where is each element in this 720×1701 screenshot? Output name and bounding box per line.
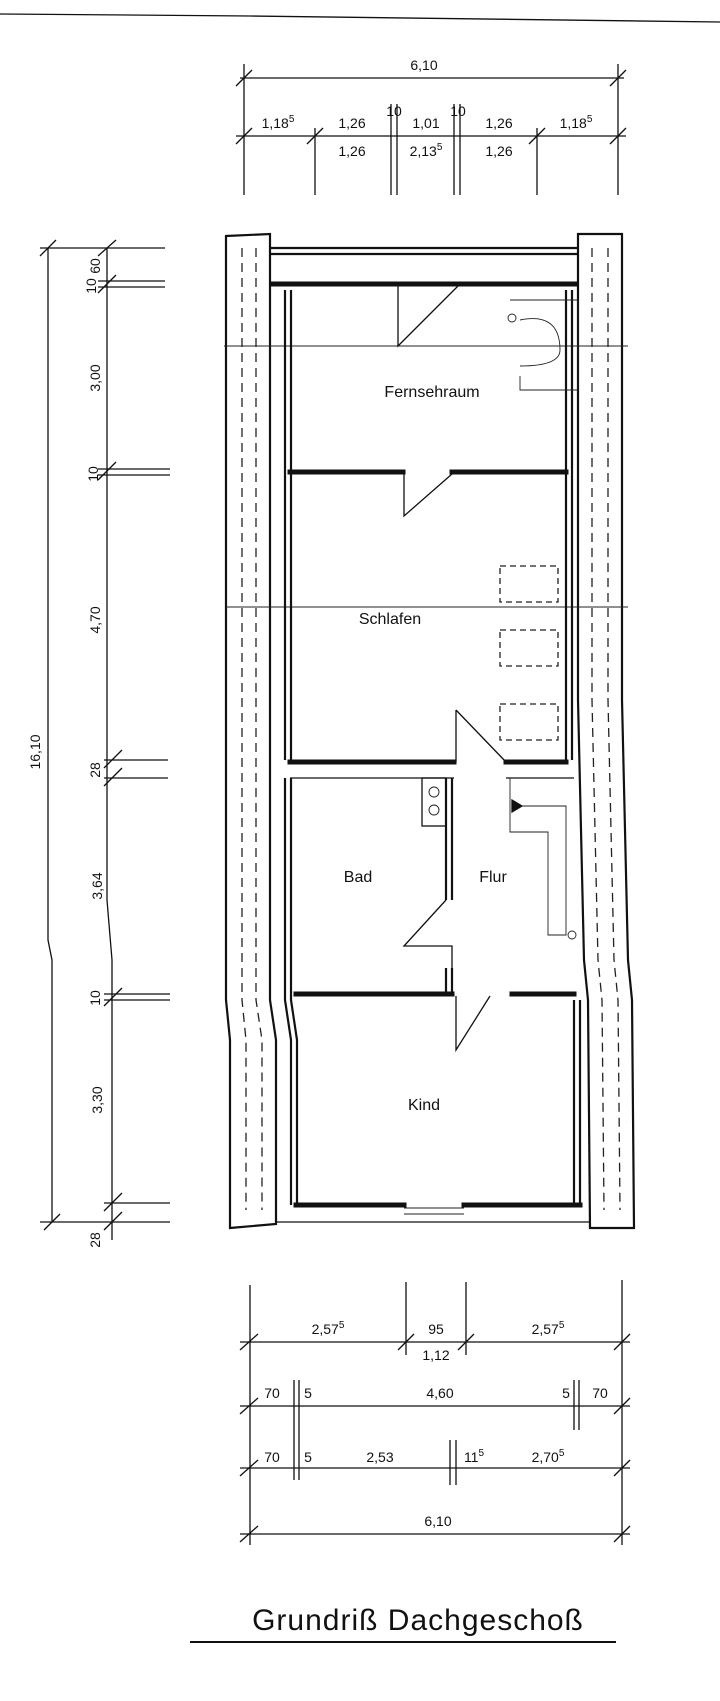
bottom-dim-row3-1: 70: [264, 1449, 280, 1465]
room-label-flur: Flur: [479, 869, 507, 886]
room-label-bad: Bad: [344, 869, 372, 886]
top-dim-row2-1: 1,26: [338, 143, 365, 159]
top-dim-overall: 6,10: [410, 57, 437, 73]
scan-edge-line: [0, 13, 720, 23]
room-label-kind: Kind: [408, 1097, 440, 1114]
bottom-dim-row1-3: 2,575: [532, 1320, 565, 1337]
left-dim-seg-5: 4,70: [87, 606, 103, 633]
left-dim-seg-9: 3,30: [89, 1086, 105, 1113]
bottom-dim-row3-2: 5: [304, 1449, 312, 1465]
top-dim-seg-2: 1,26: [338, 115, 365, 131]
top-dim-seg-6: 1,26: [485, 115, 512, 131]
bottom-dim-row2-3: 4,60: [426, 1385, 453, 1401]
left-dim-seg-7: 3,64: [89, 872, 105, 899]
bottom-dim-labels: 2,575 95 2,575 1,12 70 5 4,60 5 70 70 5 …: [264, 1320, 608, 1529]
skylight-1: [499, 565, 559, 603]
bottom-dim-row2-4: 5: [562, 1385, 570, 1401]
bottom-dim-overall: 6,10: [424, 1513, 451, 1529]
bottom-dim-row2-1: 70: [264, 1385, 280, 1401]
top-dim-seg-3: 10: [386, 103, 402, 119]
skylight-3: [499, 703, 559, 741]
left-dim-labels: 16,10 10 60 3,00 10 4,70 28 3,64 10 3,30…: [27, 258, 105, 1248]
bottom-dimension-lines: [239, 1280, 631, 1545]
bottom-dim-row2-2: 5: [304, 1385, 312, 1401]
top-dim-seg-4: 1,01: [412, 115, 439, 131]
fixtures: [421, 299, 579, 940]
bottom-dim-row2-5: 70: [592, 1385, 608, 1401]
top-dim-row2-3: 1,26: [485, 143, 512, 159]
room-label-schlafen: Schlafen: [359, 611, 421, 628]
top-dim-row2-2: 2,135: [410, 142, 443, 159]
drawing-title: Grundriß Dachgeschoß: [252, 1604, 584, 1637]
left-dim-seg-8: 10: [87, 990, 103, 1006]
bottom-dim-row1-2: 95: [428, 1321, 444, 1337]
left-dim-overall: 16,10: [27, 734, 43, 769]
left-dim-seg-1: 10: [83, 278, 99, 294]
bottom-dim-row3-4: 115: [464, 1448, 485, 1465]
top-dim-seg-7: 1,185: [560, 114, 593, 131]
top-dim-row1: 1,185 1,26 10 1,01 10 1,26 1,185: [262, 103, 593, 131]
room-labels: Fernsehraum Schlafen Bad Flur Kind: [344, 384, 508, 1114]
room-label-fernsehraum: Fernsehraum: [384, 384, 479, 401]
bottom-dim-row1-sub: 1,12: [422, 1347, 449, 1363]
skylight-2: [499, 629, 559, 667]
exterior-walls: [224, 232, 636, 1230]
bottom-dim-row3-5: 2,705: [532, 1448, 565, 1465]
left-dim-seg-10: 28: [87, 1232, 103, 1248]
interior-walls: [276, 290, 590, 1223]
left-dim-seg-2: 60: [87, 258, 103, 274]
top-dim-seg-5: 10: [450, 103, 466, 119]
left-dim-seg-6: 28: [87, 762, 103, 778]
bottom-dim-row3-3: 2,53: [366, 1449, 393, 1465]
bottom-dim-row1-1: 2,575: [312, 1320, 345, 1337]
left-dim-seg-4: 10: [85, 466, 101, 482]
doors: [397, 285, 507, 1053]
top-dim-row2: 1,26 2,135 1,26: [338, 142, 512, 159]
left-dim-seg-3: 3,00: [87, 364, 103, 391]
top-dim-seg-1: 1,185: [262, 114, 295, 131]
top-dimension-lines: [235, 64, 627, 195]
left-dimension-lines: [39, 239, 170, 1240]
